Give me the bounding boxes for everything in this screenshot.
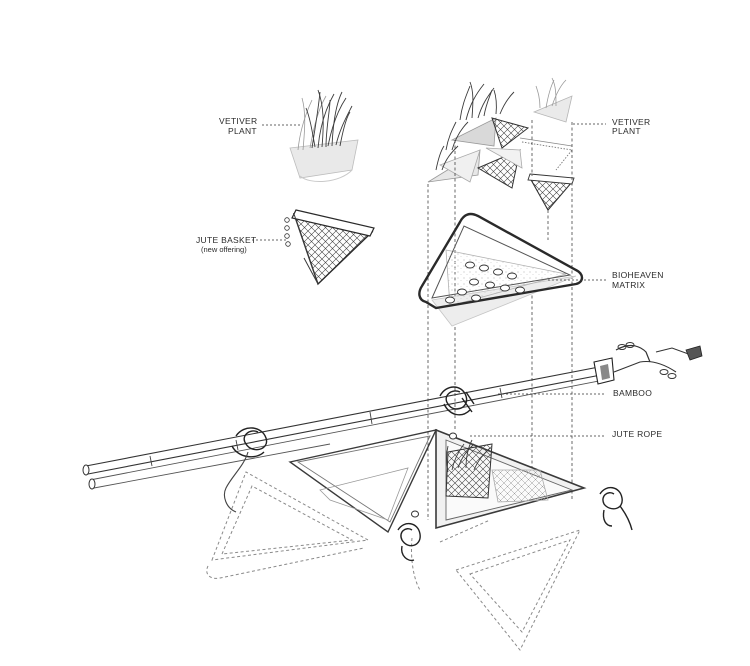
jute-basket-label: JUTE BASKET	[196, 235, 256, 245]
bamboo-poles	[82, 342, 703, 490]
bamboo-label: BAMBOO	[613, 388, 652, 398]
bioheaven-matrix	[418, 212, 584, 327]
bioheaven-label-line1: BIOHEAVEN	[612, 270, 664, 280]
jute-rope-ties	[223, 386, 633, 562]
jute-basket-sublabel: (new offering)	[201, 245, 247, 254]
jute-rope-label: JUTE ROPE	[612, 429, 662, 439]
ghost-floating-units	[206, 471, 581, 651]
bioheaven-label-line2: MATRIX	[612, 280, 645, 290]
vetiver-left-label-line2: PLANT	[228, 126, 257, 136]
vetiver-left-label-line1: VETIVER	[219, 116, 257, 126]
vetiver-right-label-line1: VETIVER	[612, 117, 650, 127]
vetiver-right-label-line2: PLANT	[612, 126, 641, 136]
vetiver-plant-left	[289, 89, 359, 182]
jute-basket	[284, 209, 375, 286]
frame-assembly	[288, 428, 587, 534]
vetiver-cluster	[427, 77, 575, 211]
